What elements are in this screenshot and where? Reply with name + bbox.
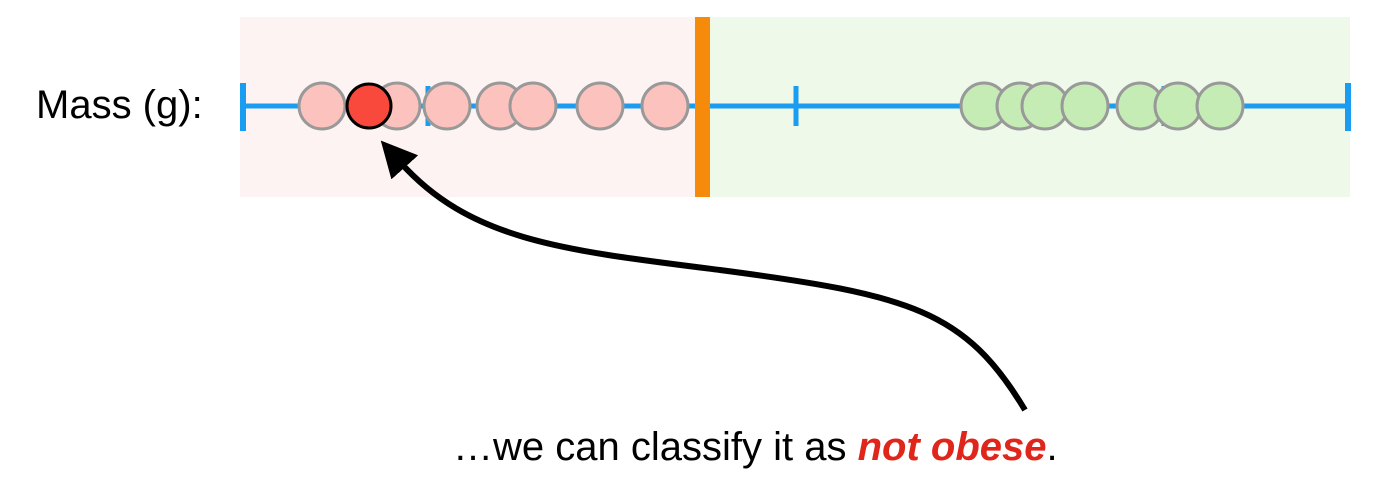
obese-point	[1195, 81, 1245, 131]
caption-period: .	[1046, 425, 1057, 469]
not-obese-point	[640, 81, 690, 131]
not-obese-point	[297, 81, 347, 131]
obese-point	[1153, 81, 1203, 131]
annotation-arrow	[380, 140, 1028, 412]
not-obese-point	[575, 81, 625, 131]
caption-emphasis: not obese	[858, 425, 1047, 469]
axis-label: Mass (g):	[36, 83, 203, 127]
threshold-bar	[695, 17, 710, 197]
obese-point	[1060, 81, 1110, 131]
new-sample-point	[345, 82, 393, 130]
not-obese-point	[508, 81, 558, 131]
caption-text: …we can classify it as	[453, 425, 858, 469]
not-obese-point	[422, 81, 472, 131]
annotation-caption: …we can classify it as not obese.	[453, 425, 1058, 469]
obese-points	[959, 81, 1245, 131]
